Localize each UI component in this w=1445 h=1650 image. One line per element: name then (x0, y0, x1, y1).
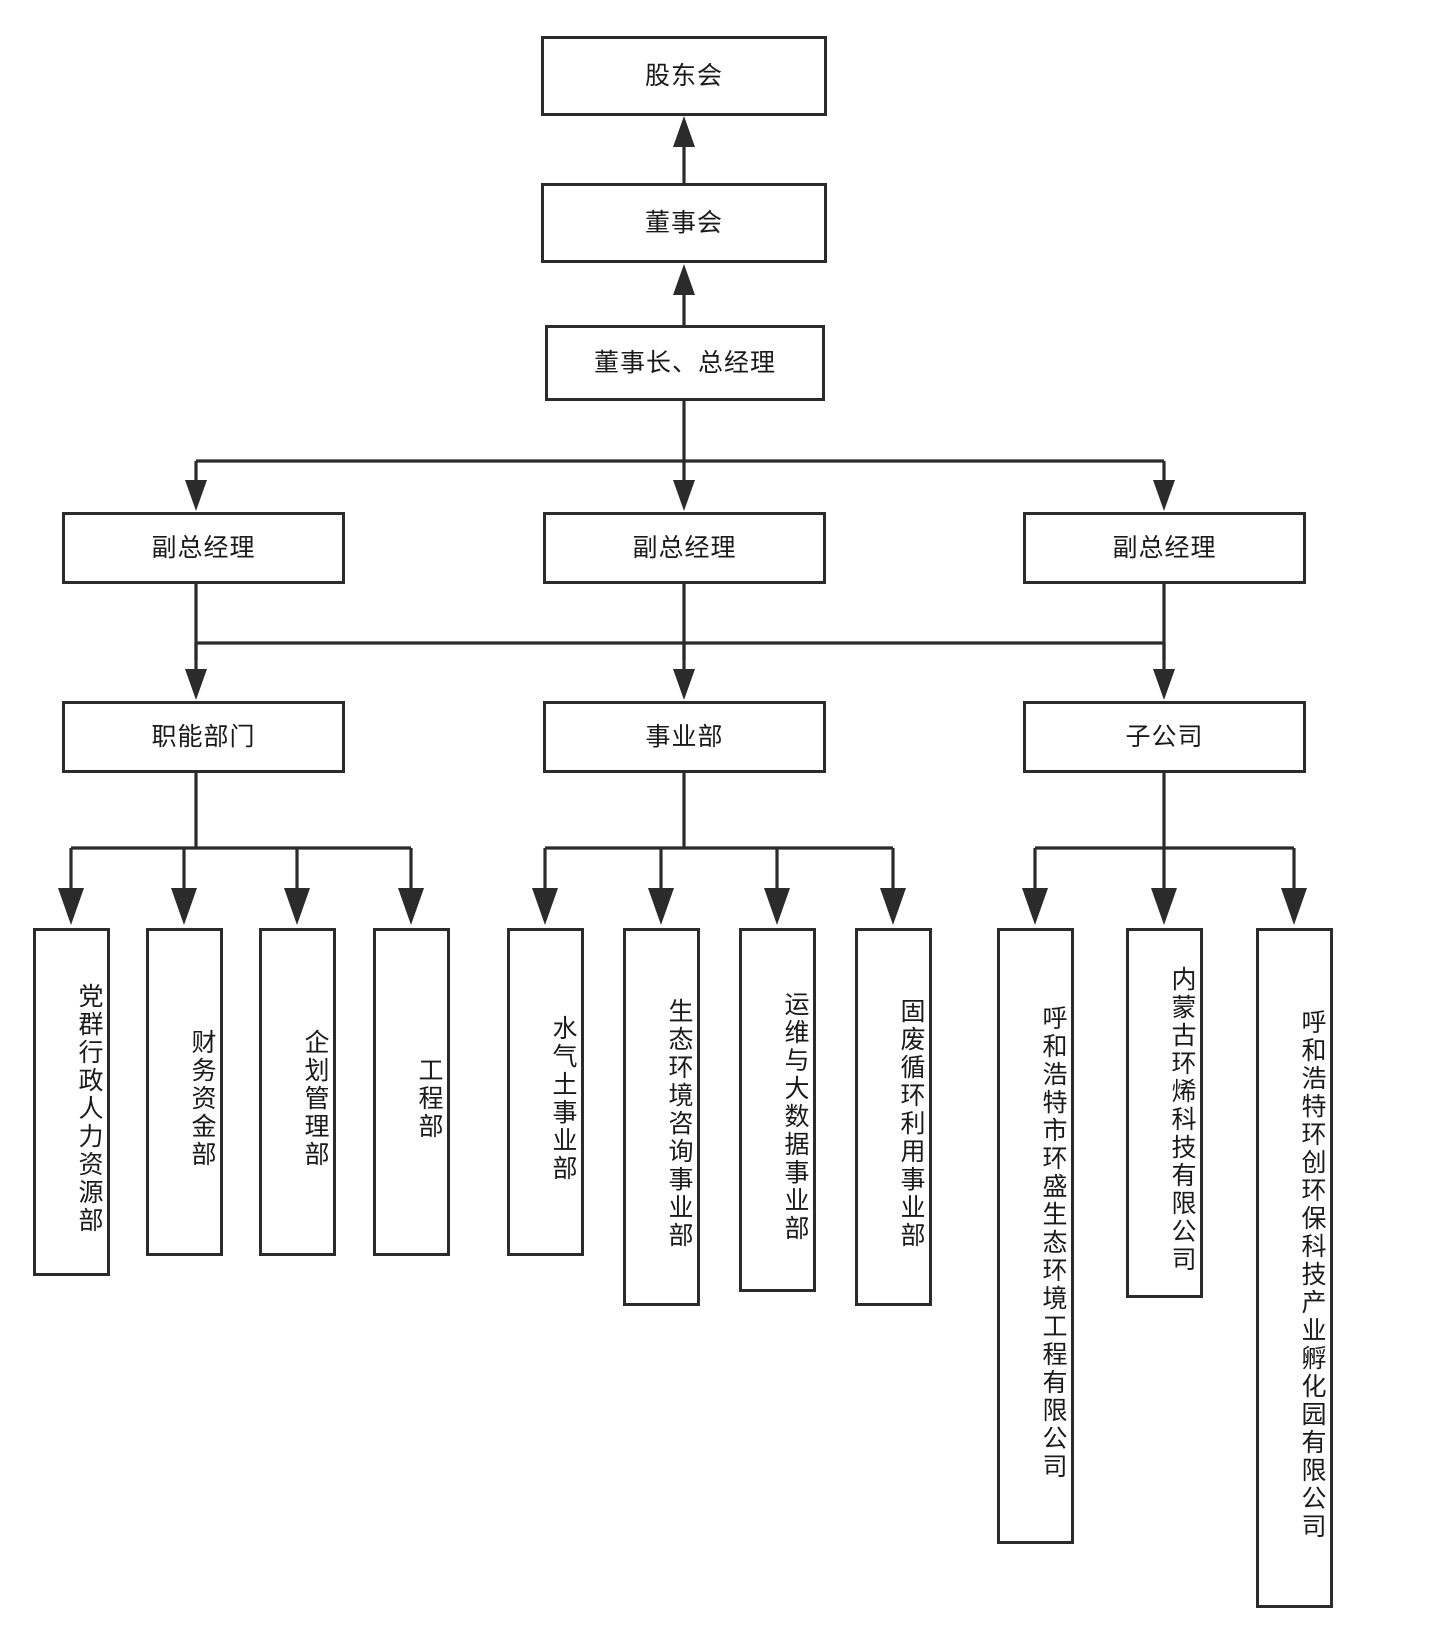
node-dept-finance-funds[interactable]: 财务资金部 (146, 928, 223, 1256)
arrowhead-board (673, 264, 695, 295)
node-sub-huanxi-technology[interactable]: 内蒙古环烯科技有限公司 (1126, 928, 1203, 1298)
node-label: 水气土事业部 (549, 1015, 578, 1183)
node-vice-president-3[interactable]: 副总经理 (1023, 512, 1306, 584)
node-label: 子公司 (1125, 722, 1204, 751)
node-vice-president-1[interactable]: 副总经理 (62, 512, 345, 584)
node-label: 职能部门 (151, 722, 256, 751)
node-subsidiaries[interactable]: 子公司 (1023, 701, 1306, 773)
node-label: 企划管理部 (301, 1029, 330, 1169)
arrowhead-div2 (648, 888, 674, 925)
arrowhead-dept4 (398, 888, 424, 925)
arrowhead-shareholders (673, 116, 695, 147)
node-dept-engineering[interactable]: 工程部 (373, 928, 450, 1256)
node-div-water-air-soil[interactable]: 水气土事业部 (507, 928, 584, 1256)
arrowhead-sub (1153, 669, 1175, 700)
node-board-of-directors[interactable]: 董事会 (541, 183, 827, 263)
node-functional-departments[interactable]: 职能部门 (62, 701, 345, 773)
arrowhead-div4 (880, 888, 906, 925)
arrowhead-vp1 (185, 480, 207, 511)
arrowhead-biz (673, 669, 695, 700)
node-sub-huansheng-eco-environment[interactable]: 呼和浩特市环盛生态环境工程有限公司 (997, 928, 1074, 1544)
arrowhead-dept1 (58, 888, 84, 925)
node-label: 副总经理 (1112, 533, 1217, 562)
node-label: 生态环境咨询事业部 (665, 998, 694, 1250)
node-label: 董事长、总经理 (593, 348, 776, 377)
node-label: 工程部 (415, 1057, 444, 1141)
node-shareholders-meeting[interactable]: 股东会 (541, 36, 827, 116)
node-div-solid-waste-recycling[interactable]: 固废循环利用事业部 (855, 928, 932, 1306)
arrowhead-sub1 (1022, 888, 1048, 925)
node-sub-huanchuang-incubator[interactable]: 呼和浩特环创环保科技产业孵化园有限公司 (1256, 928, 1333, 1608)
arrowhead-div1 (532, 888, 558, 925)
node-business-divisions[interactable]: 事业部 (543, 701, 826, 773)
node-label: 副总经理 (151, 533, 256, 562)
node-dept-planning-management[interactable]: 企划管理部 (259, 928, 336, 1256)
node-label: 副总经理 (632, 533, 737, 562)
arrowhead-dept3 (284, 888, 310, 925)
node-dept-party-admin-hr[interactable]: 党群行政人力资源部 (33, 928, 110, 1276)
arrowhead-sub2 (1151, 888, 1177, 925)
arrowhead-div3 (764, 888, 790, 925)
arrowhead-vp3 (1153, 480, 1175, 511)
arrowhead-vp2 (673, 480, 695, 511)
arrowhead-sub3 (1281, 888, 1307, 925)
node-label: 内蒙古环烯科技有限公司 (1168, 966, 1197, 1274)
node-label: 运维与大数据事业部 (781, 991, 810, 1243)
node-label: 董事会 (644, 208, 723, 237)
node-label: 股东会 (644, 61, 723, 90)
node-label: 呼和浩特环创环保科技产业孵化园有限公司 (1298, 1009, 1327, 1541)
node-label: 党群行政人力资源部 (75, 983, 104, 1235)
node-label: 呼和浩特市环盛生态环境工程有限公司 (1039, 1005, 1068, 1481)
arrowhead-dept2 (171, 888, 197, 925)
node-chairman-general-manager[interactable]: 董事长、总经理 (545, 325, 825, 401)
arrowhead-func (185, 669, 207, 700)
node-label: 财务资金部 (188, 1029, 217, 1169)
node-label: 事业部 (645, 722, 724, 751)
node-div-om-bigdata[interactable]: 运维与大数据事业部 (739, 928, 816, 1292)
node-label: 固废循环利用事业部 (897, 998, 926, 1250)
node-vice-president-2[interactable]: 副总经理 (543, 512, 826, 584)
node-div-eco-env-consulting[interactable]: 生态环境咨询事业部 (623, 928, 700, 1306)
